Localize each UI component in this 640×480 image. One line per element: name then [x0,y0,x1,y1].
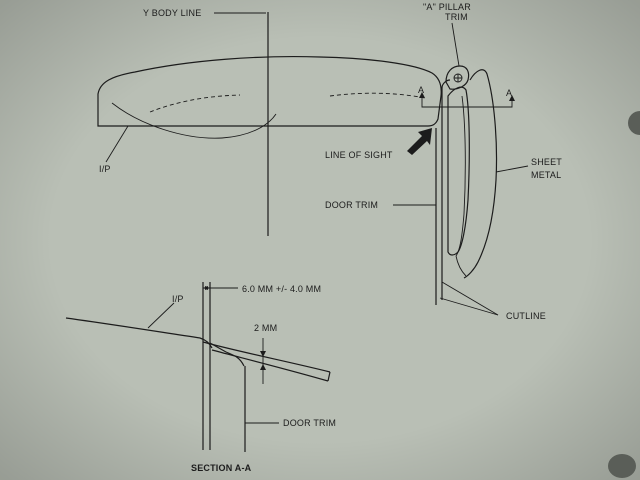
instrument-panel-contour [111,102,277,139]
hidden-line-1 [149,94,241,113]
a-pillar-trim-section [445,65,470,90]
section-ip-leader [147,302,175,329]
section-mark-right: A [506,88,512,98]
gap-dimension-arrowhead-right [205,286,210,290]
section-cut-arrow-left [419,92,425,98]
section-cut-line [421,97,513,108]
section-glass-upper [202,341,331,373]
sheet-metal-leader [495,165,529,173]
a-pillar-trim-leader [451,22,460,67]
a-pillar-trim-label-2: TRIM [445,12,468,22]
hidden-line-2 [329,92,426,99]
line-of-sight-arrow [407,128,432,155]
cutline-leader-1 [441,281,499,316]
y-body-line-label: Y BODY LINE [143,8,201,18]
section-cut-arrow-right [509,95,515,101]
sheet-metal-label-1: SHEET [531,157,562,167]
ip-top-label: I/P [99,164,111,174]
section-glass-lower [211,349,329,382]
line-of-sight-label: LINE OF SIGHT [325,150,393,160]
binder-hole-top [628,111,640,135]
binder-hole-bottom [608,454,636,478]
offset-dimension-label: 2 MM [254,323,277,333]
instrument-panel-outline [97,55,442,127]
door-lower-flange [455,255,467,277]
section-mark-left: A [418,85,424,95]
gap-dimension-label: 6.0 MM +/- 4.0 MM [242,284,321,294]
cutline-label: CUTLINE [506,311,546,321]
offset-dimension-arrow-up [260,364,266,370]
cutline-leader-2 [439,297,499,316]
section-glass-end [327,371,331,382]
section-door-trim-label: DOOR TRIM [283,418,336,428]
a-pillar-trim-label-1: "A" PILLAR [423,2,471,12]
sheet-metal-inner [455,95,466,257]
section-title: SECTION A-A [191,463,252,473]
door-trim-top-label: DOOR TRIM [325,200,378,210]
sheet-metal-outline [463,69,498,279]
section-ip-label: I/P [172,294,184,304]
offset-dimension-arrow-down [260,351,266,357]
door-trim-outer [441,79,451,128]
sheet-metal-label-2: METAL [531,170,561,180]
ip-top-leader [105,125,129,163]
a-pillar-fastener-cross [454,74,462,82]
door-inner-panel [447,86,470,256]
